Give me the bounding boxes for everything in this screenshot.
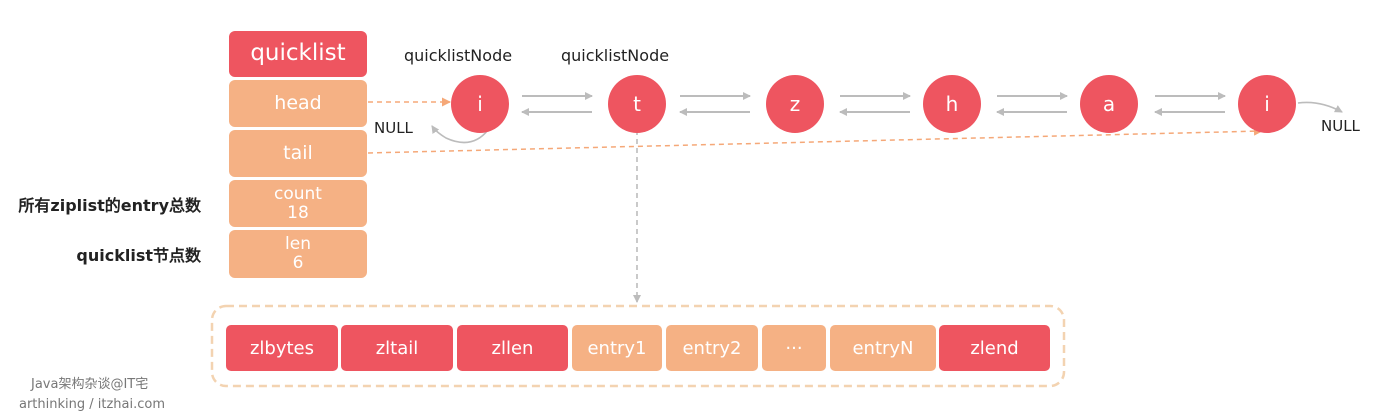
node-type-label-1: quicklistNode (404, 46, 513, 65)
node-4-value: h (945, 92, 959, 116)
quicklist-title-box: quicklist (229, 31, 367, 77)
quicklist-head-field: head (229, 80, 367, 127)
quicklist-node-2: t (608, 75, 666, 133)
len-label: len (285, 234, 311, 255)
node-link-arrows (521, 92, 1226, 116)
last-node-next-null-arrow (1297, 101, 1343, 113)
cell-label: zlend (970, 337, 1019, 359)
ziplist-cell-zlbytes: zlbytes (226, 325, 338, 371)
node-1-value: i (477, 92, 483, 116)
node-type-label-2: quicklistNode (561, 46, 670, 65)
quicklist-node-5: a (1080, 75, 1138, 133)
quicklist-node-4: h (923, 75, 981, 133)
cell-label: entryN (852, 337, 914, 359)
ziplist-cell-entry2: entry2 (666, 325, 758, 371)
ziplist-cell-entryN: entryN (830, 325, 936, 371)
quicklist-node-3: z (766, 75, 824, 133)
cell-label: entry1 (587, 337, 647, 359)
tail-pointer-arrow (367, 126, 1263, 154)
ziplist-cell-zlend: zlend (939, 325, 1050, 371)
node-2-value: t (633, 92, 641, 116)
footer-line-1: Java架构杂谈@IT宅 (31, 377, 149, 392)
count-value: 18 (287, 202, 309, 223)
node-3-value: z (789, 92, 801, 116)
cell-label: ··· (785, 337, 803, 359)
tail-label: tail (283, 142, 313, 165)
head-label: head (274, 92, 322, 115)
quicklist-node-6: i (1238, 75, 1296, 133)
count-label: count (274, 183, 322, 204)
first-node-prev-null-arrow (431, 125, 489, 144)
cell-label: zlbytes (249, 337, 315, 359)
footer-line-2: arthinking / itzhai.com (19, 397, 166, 412)
quicklist-title: quicklist (250, 40, 346, 67)
len-value: 6 (292, 253, 304, 273)
quicklist-tail-field: tail (229, 130, 367, 177)
node-6-value: i (1264, 92, 1270, 116)
ziplist-cell-zllen: zllen (457, 325, 568, 371)
null-label-left: NULL (374, 119, 413, 137)
cell-label: entry2 (682, 337, 742, 359)
null-label-right: NULL (1321, 117, 1360, 135)
count-description: 所有ziplist的entry总数 (18, 196, 201, 215)
ziplist-cell-entry1: entry1 (572, 325, 662, 371)
quicklist-node-1: i (451, 75, 509, 133)
node-5-value: a (1102, 92, 1116, 116)
ziplist-container (210, 304, 1066, 388)
cell-label: zltail (375, 337, 419, 359)
quicklist-count-field: count 18 (229, 180, 367, 227)
quicklist-len-field: len 6 (229, 230, 367, 278)
len-description: quicklist节点数 (76, 246, 201, 265)
ziplist-cell-zltail: zltail (341, 325, 453, 371)
cell-label: zllen (491, 337, 534, 359)
ziplist-cell-ellipsis: ··· (762, 325, 826, 371)
